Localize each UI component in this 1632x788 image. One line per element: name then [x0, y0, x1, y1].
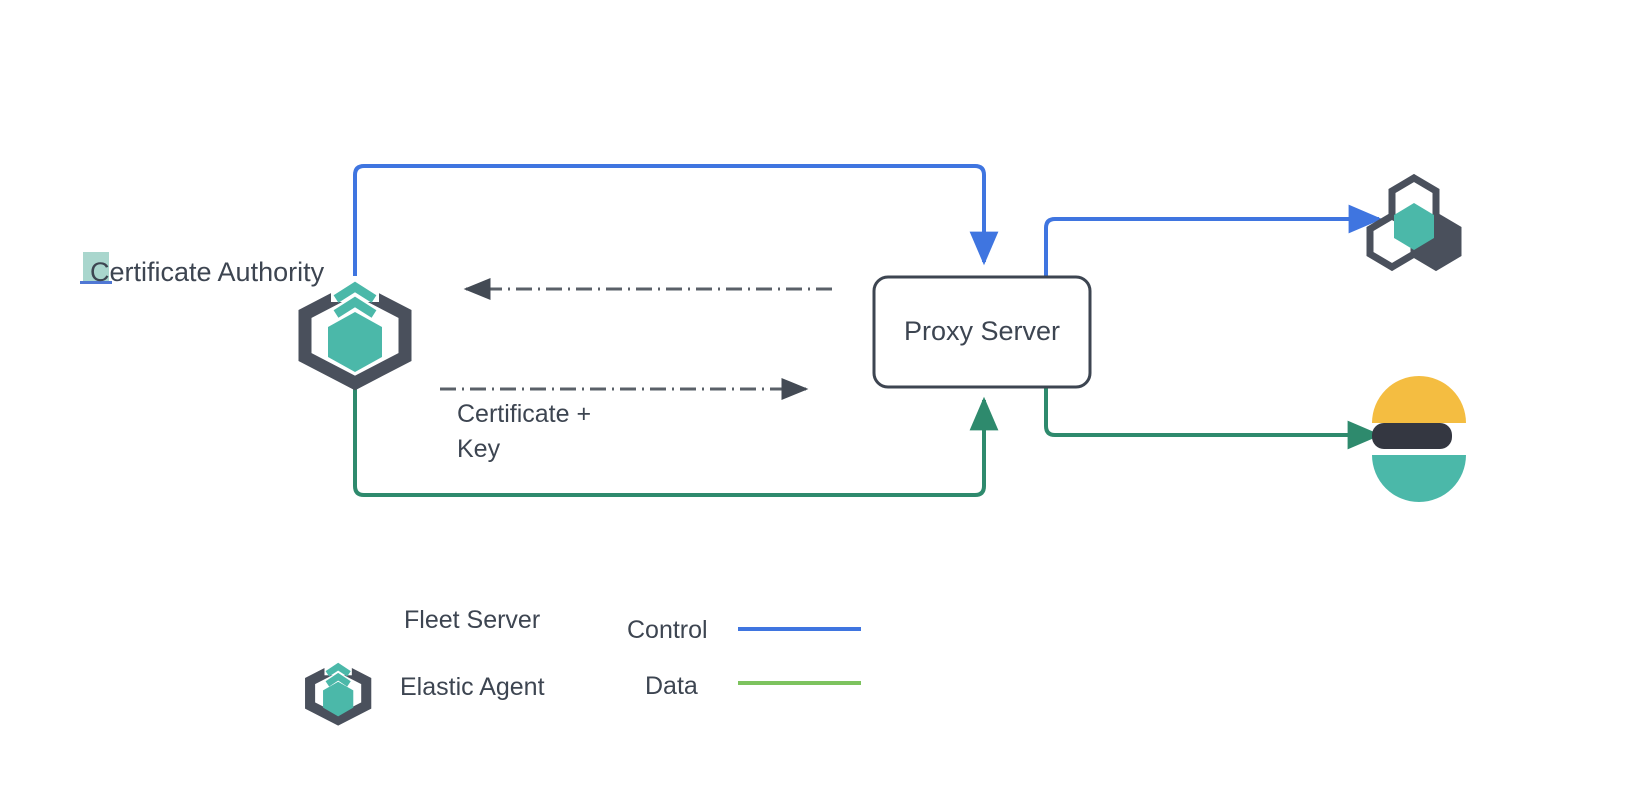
- node-certificate-authority[interactable]: [298, 276, 412, 391]
- fleet-server-icon: [1366, 173, 1462, 272]
- ca-label-selection-highlight: [80, 252, 112, 284]
- legend-item-elastic-agent: Elastic Agent: [305, 658, 545, 726]
- node-proxy-server[interactable]: Proxy Server: [872, 275, 1092, 389]
- certificate-authority-label: Certificate Authority: [90, 257, 325, 287]
- legend-label-control: Control: [627, 616, 708, 644]
- certificate-key-label: Certificate + Key: [457, 400, 591, 463]
- legend-item-fleet-server: Fleet Server: [404, 606, 540, 634]
- elastic-agent-icon: [298, 276, 412, 391]
- legend-item-control: Control: [627, 616, 861, 644]
- node-fleet-server[interactable]: [1366, 173, 1462, 272]
- legend-item-data: Data: [645, 672, 861, 700]
- elastic-agent-icon: [305, 658, 372, 726]
- legend-label-elastic-agent: Elastic Agent: [400, 673, 545, 701]
- certificate-key-label-line1: Certificate +: [457, 400, 591, 428]
- elasticsearch-icon: [1372, 376, 1466, 502]
- certificate-key-label-line2: Key: [457, 435, 501, 463]
- legend-label-data: Data: [645, 672, 698, 700]
- edge-control-proxy-to-fleet: [1044, 204, 1383, 277]
- proxy-server-label: Proxy Server: [904, 316, 1060, 346]
- legend-label-fleet-server: Fleet Server: [404, 606, 540, 634]
- legend: Fleet Server Elastic Agent Control: [305, 606, 861, 726]
- node-elasticsearch[interactable]: [1372, 376, 1466, 502]
- edge-control-agent-to-proxy: [353, 164, 999, 295]
- edge-data-proxy-to-elasticsearch: [1044, 386, 1382, 450]
- edge-data-agent-to-proxy: [353, 380, 999, 497]
